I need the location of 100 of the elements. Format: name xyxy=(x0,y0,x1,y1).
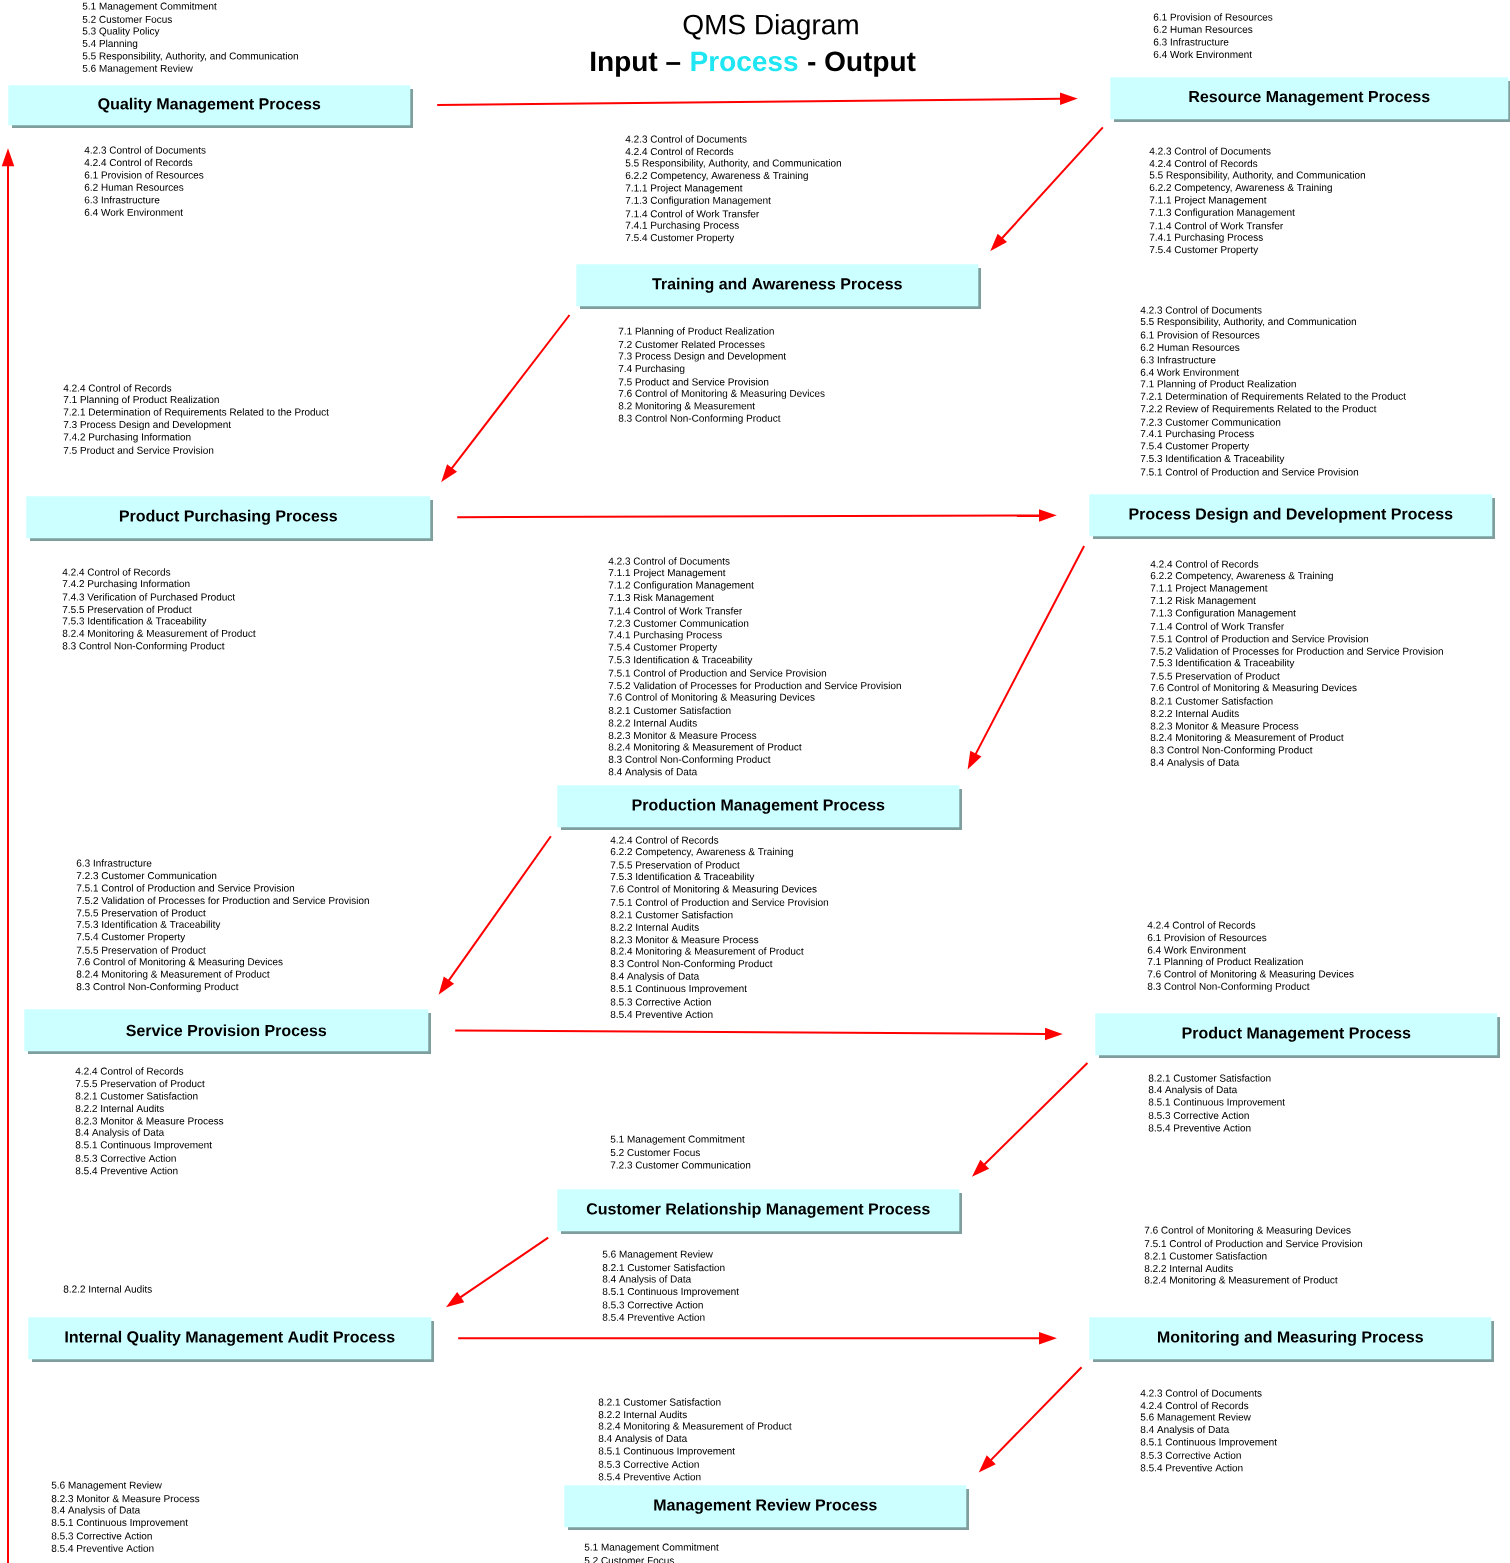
clause-text: 5.2 Customer Focus xyxy=(82,15,172,23)
clause-text: 8.5.4 Preventive Action xyxy=(1140,1464,1243,1472)
clause-text: 6.4 Work Environment xyxy=(1140,368,1239,376)
clause-text: 8.4 Analysis of Data xyxy=(598,1434,688,1444)
clause-text: 6.1 Provision of Resources xyxy=(1140,331,1260,339)
clause-text: 5.1 Management Commitment xyxy=(584,1543,719,1553)
clause-text: 7.2.1 Determination of Requirements Related to the Product xyxy=(1140,392,1406,402)
clause-text: 7.1.1 Project Management xyxy=(1150,584,1268,594)
clause-text: 8.5.3 Corrective Action xyxy=(1148,1111,1249,1119)
clause-text: 5.1 Management Commitment xyxy=(610,1135,745,1145)
clause-text: 7.6 Control of Monitoring & Measuring Devices xyxy=(1144,1226,1351,1236)
clause-text: 7.6 Control of Monitoring & Measuring Devices xyxy=(608,693,815,703)
clause-text: 8.5.4 Preventive Action xyxy=(75,1166,178,1175)
clause-text: 4.2.3 Control of Documents xyxy=(625,135,747,143)
clause-text: 7.1.3 Risk Management xyxy=(608,593,714,604)
subtitle-text: Input – xyxy=(591,51,681,77)
clause-text: 6.2.2 Competency, Awareness & Training xyxy=(625,171,808,181)
clause-text: 8.2.1 Customer Satisfaction xyxy=(1150,697,1273,705)
clause-text: 5.2 Customer Focus xyxy=(610,1148,700,1157)
clause-text: 8.4 Analysis of Data xyxy=(1148,1085,1238,1096)
clause-text: 7.5.4 Customer Property xyxy=(625,234,735,244)
clause-text: 5.6 Management Review xyxy=(1140,1413,1251,1423)
clause-text: 7.1.4 Control of Work Transfer xyxy=(1150,622,1285,630)
clause-text: 6.2.2 Competency, Awareness & Training xyxy=(1149,183,1332,193)
clause-text: 7.5.3 Identification & Traceability xyxy=(76,920,221,930)
clause-text: 8.5.3 Corrective Action xyxy=(75,1154,176,1162)
clause-text: 7.5 Product and Service Provision xyxy=(63,446,214,454)
clause-text: 8.2.3 Monitor & Measure Process xyxy=(1150,722,1299,730)
subtitle-text: Process xyxy=(691,51,798,72)
clause-text: 7.4 Purchasing xyxy=(618,364,685,375)
clause-text: 8.2.4 Monitoring & Measurement of Product xyxy=(62,629,256,639)
clause-text: 6.2 Human Resources xyxy=(1153,25,1253,33)
clause-text: 7.5.5 Preservation of Product xyxy=(610,861,740,869)
clause-text: 8.4 Analysis of Data xyxy=(1150,758,1240,768)
clause-text: 8.5.3 Corrective Action xyxy=(598,1460,699,1468)
clause-text: 7.2.1 Determination of Requirements Related to the Product xyxy=(63,408,329,418)
clause-text: 7.1 Planning of Product Realization xyxy=(618,327,774,337)
clause-text: 7.2 Customer Related Processes xyxy=(618,340,765,349)
clause-text: 6.3 Infrastructure xyxy=(1153,38,1229,46)
clause-text: 7.3 Process Design and Development xyxy=(63,420,231,431)
clause-text: 4.2.4 Control of Records xyxy=(84,158,193,167)
clause-text: 8.2.4 Monitoring & Measurement of Product xyxy=(598,1422,792,1432)
clause-text: 8.5.1 Continuous Improvement xyxy=(75,1141,212,1151)
clause-text: 8.5.4 Preventive Action xyxy=(51,1544,154,1552)
process-box: Management Review Process xyxy=(564,1485,969,1530)
clause-text: 8.2.4 Monitoring & Measurement of Product xyxy=(608,743,802,753)
clause-text: 8.3 Control Non-Conforming Product xyxy=(610,959,773,970)
clause-text: 7.5.1 Control of Production and Service Provision xyxy=(76,884,295,892)
clause-text: 8.2.1 Customer Satisfaction xyxy=(1144,1252,1267,1260)
clause-text: 4.2.4 Control of Records xyxy=(1149,159,1258,168)
clause-text: 8.3 Control Non-Conforming Product xyxy=(76,982,239,993)
clause-text: 7.5.3 Identification & Traceability xyxy=(62,617,207,627)
clause-text: 4.2.3 Control of Documents xyxy=(1140,306,1262,314)
clause-text: 7.5.4 Customer Property xyxy=(608,643,718,653)
clause-text: 7.1.4 Control of Work Transfer xyxy=(608,607,743,615)
clause-text: 8.4 Analysis of Data xyxy=(1140,1425,1230,1435)
clause-text: 8.5.3 Corrective Action xyxy=(610,998,711,1006)
clause-text: 8.3 Control Non-Conforming Product xyxy=(1150,746,1313,756)
clause-text: 4.2.4 Control of Records xyxy=(1147,921,1256,929)
process-box: Product Purchasing Process xyxy=(26,496,433,541)
clause-text: 7.1.4 Control of Work Transfer xyxy=(625,210,760,218)
clause-text: 7.5.4 Customer Property xyxy=(1140,442,1250,452)
clause-text: 5.1 Management Commitment xyxy=(82,2,217,12)
clause-text: 4.2.4 Control of Records xyxy=(625,147,734,156)
clause-text: 7.5.2 Validation of Processes for Production and Service Provision xyxy=(608,681,901,690)
clause-text: 7.5.5 Preservation of Product xyxy=(76,946,206,954)
clause-text: 7.1 Planning of Product Realization xyxy=(63,395,219,406)
clause-text: 7.5.4 Customer Property xyxy=(1149,246,1259,256)
clause-text: 7.5.1 Control of Production and Service Provision xyxy=(1140,468,1359,476)
process-box: Service Provision Process xyxy=(24,1009,431,1054)
clause-text: 8.2 Monitoring & Measurement xyxy=(618,402,755,412)
clause-text: 7.5.5 Preservation of Product xyxy=(75,1079,205,1088)
process-box: Customer Relationship Management Process xyxy=(557,1189,962,1234)
clause-text: 7.6 Control of Monitoring & Measuring Devices xyxy=(610,885,817,895)
clause-text: 6.2 Human Resources xyxy=(1140,343,1240,351)
clause-text: 7.4.1 Purchasing Process xyxy=(1140,429,1254,440)
clause-text: 8.4 Analysis of Data xyxy=(51,1506,141,1516)
clause-text: 8.2.2 Internal Audits xyxy=(1144,1264,1233,1272)
clause-text: 7.5.5 Preservation of Product xyxy=(1150,672,1280,680)
clause-text: 6.4 Work Environment xyxy=(84,208,183,216)
clause-text: 8.2.1 Customer Satisfaction xyxy=(608,706,731,715)
clause-text: 7.4.1 Purchasing Process xyxy=(608,631,722,641)
clause-text: 5.4 Planning xyxy=(82,39,138,49)
clause-text: 7.5 Product and Service Provision xyxy=(618,378,769,386)
clause-text: 7.5.3 Identification & Traceability xyxy=(608,655,753,666)
clause-text: 4.2.4 Control of Records xyxy=(62,568,171,576)
clause-text: 8.4 Analysis of Data xyxy=(75,1128,165,1138)
clause-text: 6.3 Infrastructure xyxy=(1140,356,1216,364)
clause-text: 8.2.4 Monitoring & Measurement of Product xyxy=(1150,733,1344,743)
clause-text: 6.2.2 Competency, Awareness & Training xyxy=(610,847,793,858)
clause-text: 7.5.1 Control of Production and Service Provision xyxy=(1144,1239,1363,1248)
clause-text: 7.1.3 Configuration Management xyxy=(1150,609,1296,619)
clause-text: 8.3 Control Non-Conforming Product xyxy=(608,755,771,765)
clause-text: 7.2.3 Customer Communication xyxy=(76,871,217,880)
process-box: Training and Awareness Process xyxy=(576,264,981,309)
clause-text: 7.6 Control of Monitoring & Measuring Devices xyxy=(618,389,825,399)
clause-text: 8.5.1 Continuous Improvement xyxy=(602,1287,739,1297)
clause-text: 8.2.1 Customer Satisfaction xyxy=(1148,1074,1271,1082)
clause-text: 8.5.4 Preventive Action xyxy=(602,1313,705,1321)
clause-text: 4.2.4 Control of Records xyxy=(75,1067,184,1075)
